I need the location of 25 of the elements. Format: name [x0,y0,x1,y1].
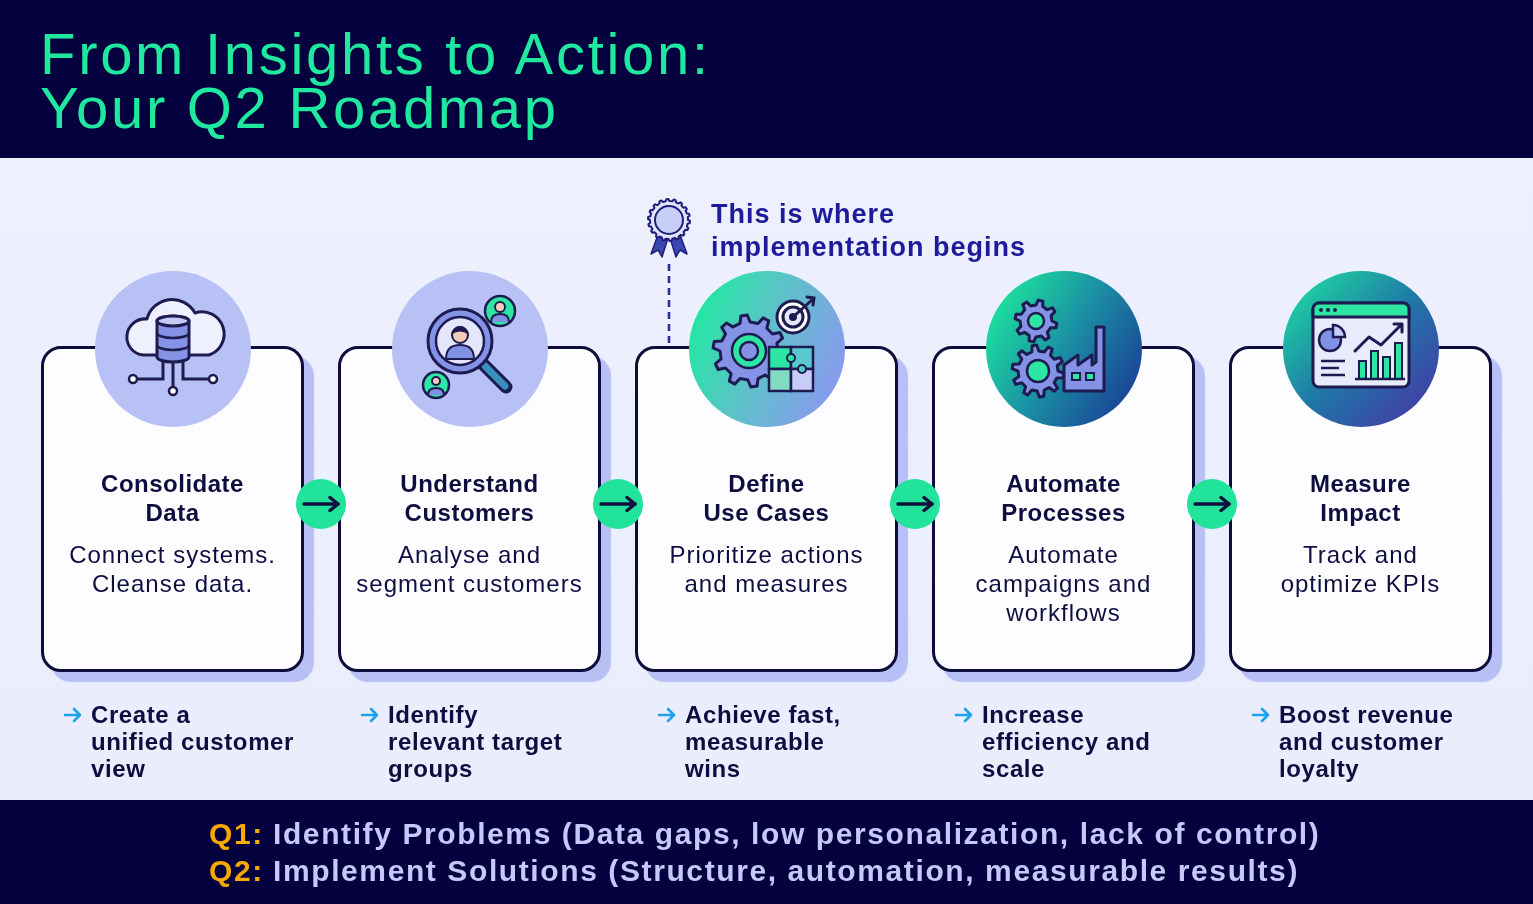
step-heading: Automate Processes [1001,469,1126,527]
arrow-badge [296,479,346,529]
arrow-badge [593,479,643,529]
callout-text: This is where implementation begins [711,198,1027,264]
step-heading: Define Use Cases [703,469,830,527]
quarter-label: Q2: [209,853,264,889]
outcome-text: Increase efficiency and scale [982,701,1151,782]
outcome-text: Identify relevant target groups [388,701,563,782]
step-description: Connect systems. Cleanse data. [69,540,276,598]
step-description: Analyse and segment customers [356,540,583,598]
step-heading: Measure Impact [1310,469,1411,527]
quarter-description: Implement Solutions (Structure, automation, measurable results) [273,853,1299,889]
arrow-badge [890,479,940,529]
step-heading: Consolidate Data [101,469,244,527]
step-description: Track and optimize KPIs [1280,540,1441,598]
quarter-label: Q1: [209,816,264,852]
title: From Insights to Action: Your Q2 Roadmap [40,20,712,142]
outcome-text: Create a unified customer view [91,701,294,782]
outcome-text: Boost revenue and customer loyalty [1279,701,1454,782]
step-description: Prioritize actions and measures [669,540,864,598]
step-description: Automate campaigns and workflows [975,540,1152,627]
arrow-badge [1187,479,1237,529]
step-heading: Understand Customers [400,469,539,527]
quarter-description: Identify Problems (Data gaps, low personalization, lack of control) [273,816,1321,852]
outcome-text: Achieve fast, measurable wins [685,701,841,782]
